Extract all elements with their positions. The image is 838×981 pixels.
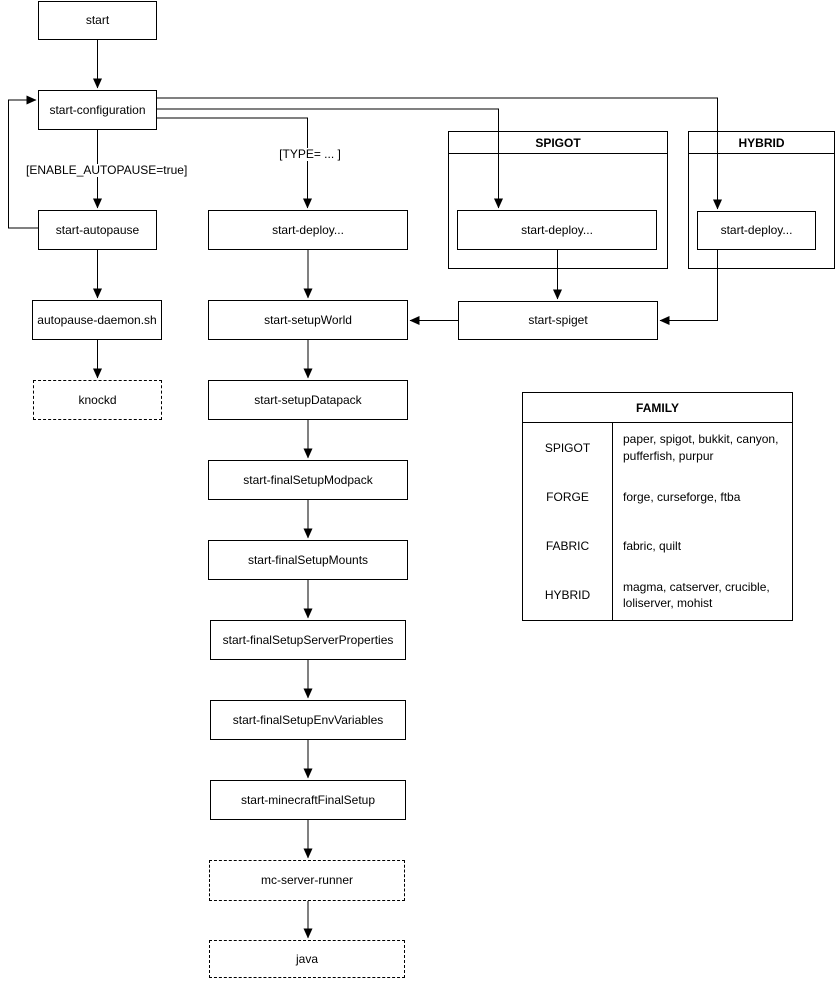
family-cell-key: FORGE — [523, 472, 613, 522]
table-row: HYBRID magma, catserver, crucible, lolis… — [523, 570, 792, 620]
family-cell-values: forge, curseforge, ftba — [623, 489, 741, 504]
spigot-group-header: SPIGOT — [449, 132, 667, 154]
family-cell-key: FABRIC — [523, 521, 613, 571]
node-start: start — [38, 1, 157, 40]
node-start-deploy-spigot: start-deploy... — [457, 210, 657, 250]
family-cell-values: paper, spigot, bukkit, canyon, pufferfis… — [623, 432, 779, 463]
node-start-autopause: start-autopause — [38, 210, 157, 250]
hybrid-group-title: HYBRID — [738, 135, 785, 150]
node-start-final-setup-mounts: start-finalSetupMounts — [208, 540, 408, 580]
node-start-minecraft-final-setup: start-minecraftFinalSetup — [210, 780, 406, 820]
node-start-spiget: start-spiget — [458, 301, 658, 340]
node-knockd: knockd — [33, 380, 162, 420]
edge-label-enable-autopause: [ENABLE_AUTOPAUSE=true] — [24, 163, 188, 178]
family-cell-values: fabric, quilt — [623, 539, 682, 554]
node-java: java — [209, 940, 405, 978]
family-cell-key: SPIGOT — [523, 423, 613, 473]
family-table-title: FAMILY — [523, 393, 792, 423]
family-table-body: SPIGOT paper, spigot, bukkit, canyon, pu… — [523, 423, 792, 620]
node-start-setup-world: start-setupWorld — [208, 300, 408, 340]
table-row: FABRIC fabric, quilt — [523, 521, 792, 571]
spigot-group-title: SPIGOT — [535, 135, 581, 150]
family-table: FAMILY SPIGOT paper, spigot, bukkit, can… — [522, 392, 793, 621]
table-row: FORGE forge, curseforge, ftba — [523, 472, 792, 522]
node-mc-server-runner: mc-server-runner — [209, 860, 405, 901]
family-cell-key: HYBRID — [523, 570, 613, 620]
table-row: SPIGOT paper, spigot, bukkit, canyon, pu… — [523, 423, 792, 473]
hybrid-group-header: HYBRID — [689, 132, 834, 154]
node-start-final-setup-modpack: start-finalSetupModpack — [208, 460, 408, 500]
node-start-deploy-main: start-deploy... — [208, 210, 408, 250]
node-start-setup-datapack: start-setupDatapack — [208, 380, 408, 420]
node-start-deploy-hybrid: start-deploy... — [697, 211, 816, 250]
node-start-final-setup-env-variables: start-finalSetupEnvVariables — [210, 700, 406, 740]
node-start-configuration: start-configuration — [38, 90, 157, 130]
edge-label-type: [TYPE= ... ] — [276, 147, 344, 162]
node-autopause-daemon: autopause-daemon.sh — [32, 300, 162, 340]
family-cell-values: magma, catserver, crucible, loliserver, … — [623, 580, 770, 611]
node-start-final-setup-server-properties: start-finalSetupServerProperties — [210, 620, 406, 660]
